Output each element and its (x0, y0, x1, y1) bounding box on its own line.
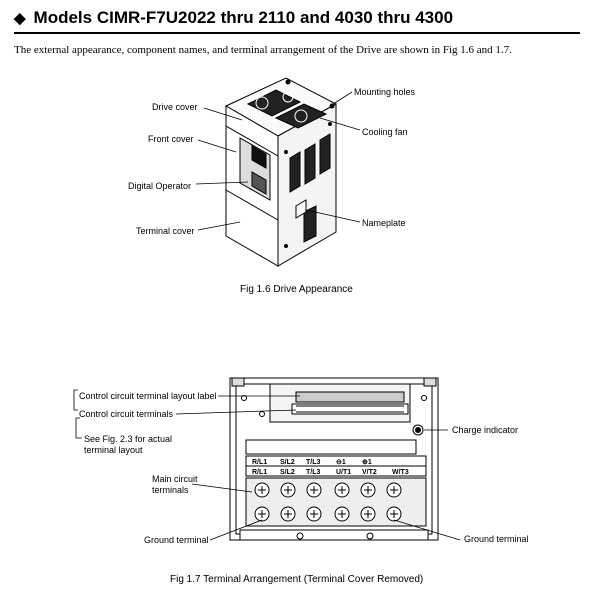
screw-slots (258, 486, 398, 518)
terminal-label: S/L2 (280, 459, 295, 466)
label-cooling-fan: Cooling fan (362, 127, 408, 137)
label-main-circuit-line2: terminals (152, 485, 189, 495)
label-front-cover: Front cover (148, 134, 194, 144)
intro-paragraph: The external appearance, component names… (14, 44, 512, 56)
terminal-label: T/L3 (306, 469, 320, 476)
label-nameplate: Nameplate (362, 218, 406, 228)
label-mounting-holes: Mounting holes (354, 87, 416, 97)
fig16-leaders (195, 91, 361, 231)
heading-rule (14, 32, 580, 34)
label-ground-terminal-right: Ground terminal (464, 534, 529, 544)
fig17-caption: Fig 1.7 Terminal Arrangement (Terminal C… (170, 574, 424, 585)
diamond-bullet-icon: ◆ (14, 10, 26, 27)
label-charge-indicator: Charge indicator (452, 425, 519, 435)
fig16-caption: Fig 1.6 Drive Appearance (240, 284, 353, 295)
section-title: Models CIMR-F7U2022 thru 2110 and 4030 t… (33, 8, 454, 27)
label-ground-terminal-left: Ground terminal (144, 535, 209, 545)
label-main-circuit-line1: Main circuit (152, 474, 198, 484)
label-see-fig-line1: See Fig. 2.3 for actual (84, 434, 173, 444)
terminal-label: S/L2 (280, 469, 295, 476)
terminal-label: V/T2 (362, 469, 377, 476)
terminal-arrangement-drawing (229, 377, 439, 541)
main-terminal-screws (254, 482, 402, 522)
label-digital-operator: Digital Operator (128, 181, 192, 191)
terminal-label: ⊕1 (362, 459, 372, 466)
label-layout-label: Control circuit terminal layout label (79, 391, 217, 401)
label-see-fig-line2: terminal layout (84, 445, 143, 455)
label-terminal-cover: Terminal cover (136, 226, 195, 236)
label-drive-cover: Drive cover (152, 102, 198, 112)
terminal-labels-bottom: R/L1 S/L2 T/L3 U/T1 V/T2 W/T3 (252, 469, 409, 476)
terminal-label: T/L3 (306, 459, 320, 466)
terminal-label: U/T1 (336, 469, 351, 476)
fig17-leaders (73, 389, 461, 541)
section-heading: ◆ Models CIMR-F7U2022 thru 2110 and 4030… (14, 8, 453, 28)
terminal-label: R/L1 (252, 469, 267, 476)
terminal-label: R/L1 (252, 459, 267, 466)
terminal-label: W/T3 (392, 469, 409, 476)
terminal-labels-top: R/L1 S/L2 T/L3 ⊖1 ⊕1 (252, 459, 372, 466)
label-control-terminals: Control circuit terminals (79, 409, 174, 419)
terminal-label: ⊖1 (336, 459, 346, 466)
